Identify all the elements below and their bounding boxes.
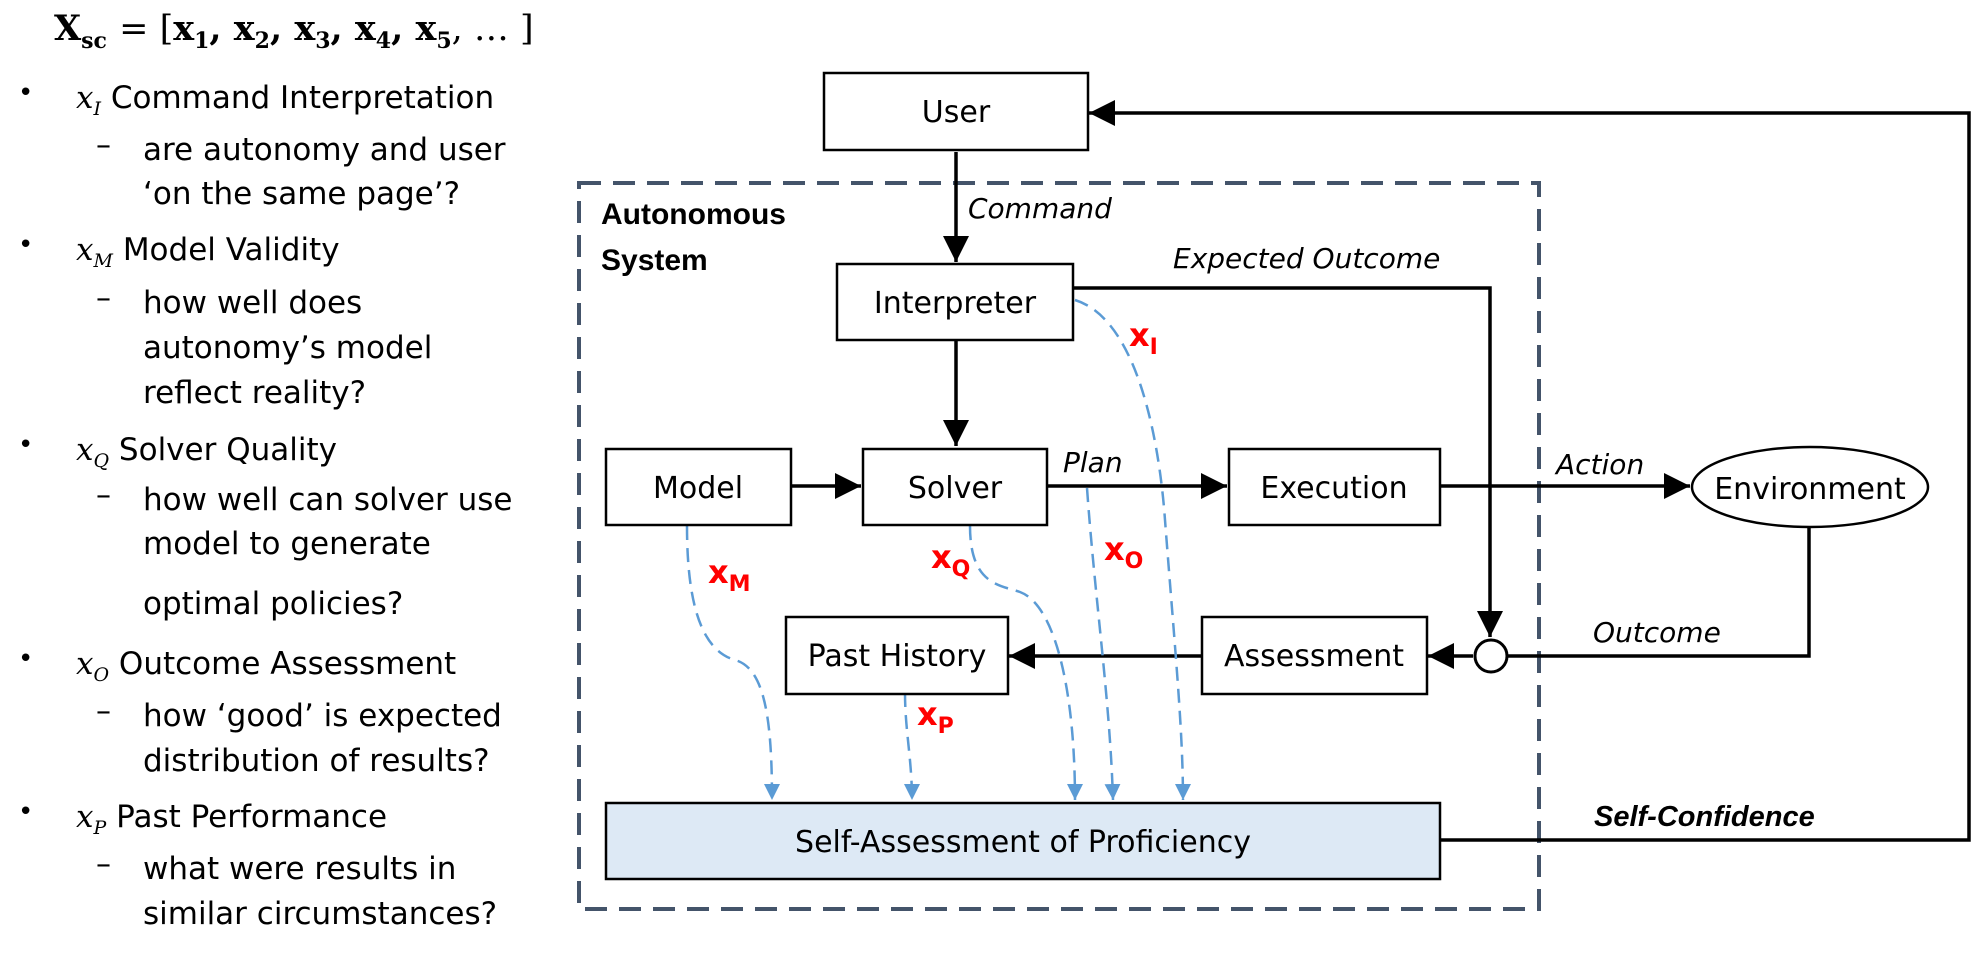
factor-desc-line: are autonomy and user [143,132,506,168]
solver-label: Solver [908,471,1003,506]
expected-outcome-arrow [1074,286,1503,637]
execution-label: Execution [1260,471,1407,506]
xm-mark: xM [708,553,751,597]
dash-icon: – [96,694,111,729]
self-confidence-arrow [1089,100,1971,842]
command-label: Command [968,192,1112,225]
factor-past-performance: xP Past Performance [76,799,388,840]
xo-dashed-arrow [1085,487,1121,801]
plan-label: Plan [1063,446,1123,479]
factor-desc-line: how well can solver use [143,482,513,518]
action-label: Action [1554,448,1644,481]
user-box [822,71,1090,152]
past-history-box [784,615,1010,696]
factor-desc-line: reflect reality? [143,375,367,411]
environment-label: Environment [1714,472,1906,507]
autonomous-system-label: Autonomous [601,198,786,231]
xq-mark: xQ [931,538,970,582]
factor-desc-line: optimal policies? [143,586,404,622]
bullet-icon: • [18,78,34,108]
factor-solver-quality: xQ Solver Quality [76,432,337,473]
self-assessment-label: Self-Assessment of Proficiency [795,825,1251,860]
xp-mark: xP [917,695,954,739]
autonomous-system-label: System [601,244,708,277]
assessment-label: Assessment [1224,639,1404,674]
dash-icon: – [96,128,111,163]
dash-icon: – [96,281,111,316]
outcome-junction [1473,638,1509,674]
assessment-box [1200,615,1429,696]
factor-desc-line: how ‘good’ is expected [143,698,502,734]
bullet-icon: • [18,797,34,827]
self-confidence-label: Self-Confidence [1594,801,1815,833]
xp-dashed-arrow [903,692,920,801]
outcome-label: Outcome [1593,616,1721,649]
factor-desc-line: similar circumstances? [143,896,498,932]
factor-list-panel: Xsc = [x1, x2, x3, x4, x5, … ] • xI Comm… [0,0,560,957]
xq-dashed-arrow [968,525,1083,801]
self-assessment-box [604,801,1442,881]
bullet-icon: • [18,644,34,674]
interpreter-box [835,262,1075,342]
factor-command-interpretation: xI Command Interpretation [76,80,495,121]
factor-desc-line: ‘on the same page’? [143,176,461,212]
autonomous-system-boundary [577,181,1541,911]
xi-mark: xI [1129,316,1158,360]
execution-box [1227,447,1442,527]
factor-outcome-assessment: xO Outcome Assessment [76,646,457,687]
factor-model-validity: xM Model Validity [76,232,340,273]
environment-ellipse [1690,445,1930,529]
self-confidence-formula: Xsc = [x1, x2, x3, x4, x5, … ] [54,8,534,54]
factor-desc-line: autonomy’s model [143,330,433,366]
expected-outcome-label: Expected Outcome [1173,242,1440,275]
factor-desc-line: distribution of results? [143,743,490,779]
xi-dashed-arrow [1074,298,1191,801]
outcome-arrow [1508,527,1811,658]
bullet-icon: • [18,430,34,460]
xo-mark: xO [1104,530,1143,574]
dash-icon: – [96,478,111,513]
bullet-icon: • [18,230,34,260]
dash-icon: – [96,847,111,882]
past-history-label: Past History [808,639,987,674]
user-label: User [922,95,991,130]
factor-desc-line: how well does [143,285,363,321]
xm-dashed-arrow [685,525,780,801]
interpreter-label: Interpreter [874,286,1037,321]
factor-desc-line: model to generate [143,526,431,562]
solver-box [861,447,1049,527]
model-label: Model [653,471,743,506]
model-box [604,447,793,527]
factor-desc-line: what were results in [143,851,457,887]
